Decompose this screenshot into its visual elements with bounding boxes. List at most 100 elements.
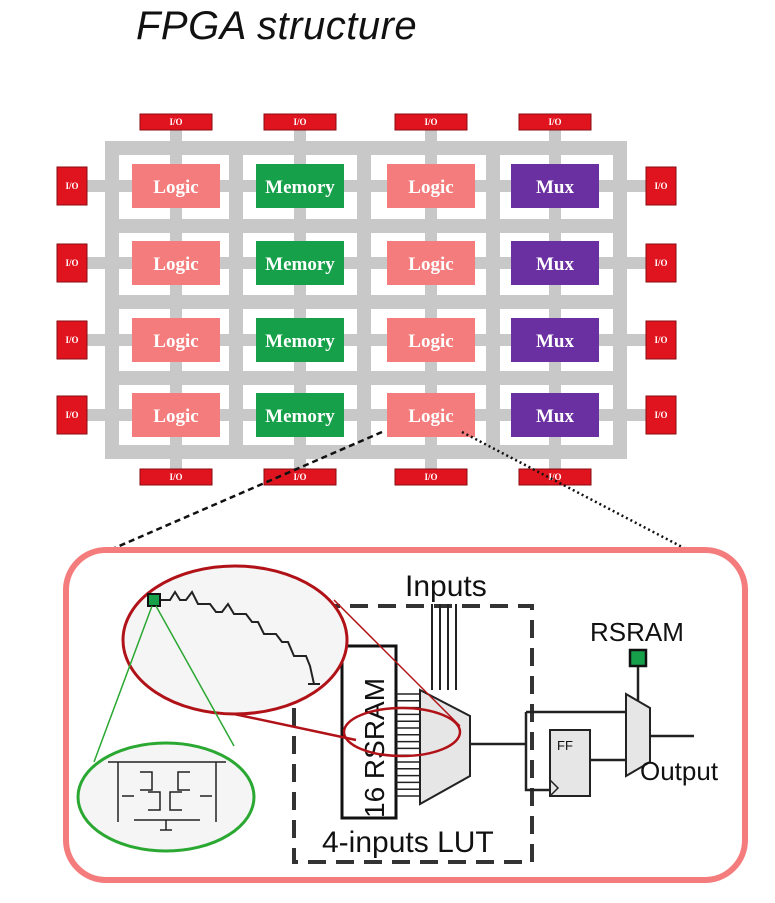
block-mux-r3c3: Mux <box>511 393 599 437</box>
block-label: Logic <box>408 406 453 427</box>
rsram-zoom-ellipse <box>121 564 349 716</box>
block-rect <box>511 393 599 437</box>
io-pad-label: I/O <box>654 181 667 191</box>
block-label: Logic <box>408 177 453 198</box>
block-mux-r1c3: Mux <box>511 241 599 285</box>
io-pad-label: I/O <box>169 117 182 127</box>
block-rect <box>132 393 220 437</box>
io-pad-rect <box>56 166 88 206</box>
io-pad-rect <box>56 320 88 360</box>
routing-horizontal-1 <box>105 219 627 233</box>
routing-stub-vertical-3 <box>549 128 561 472</box>
io-pad-bottom-3: I/O <box>518 468 592 486</box>
routing-stub-horizontal-2 <box>86 334 646 346</box>
io-pad-rect <box>263 113 337 131</box>
io-pad-top-1: I/O <box>263 113 337 131</box>
output-label: Output <box>640 756 719 786</box>
block-label: Mux <box>536 254 575 275</box>
io-pad-label: I/O <box>548 117 561 127</box>
green-zoom-line-left <box>93 605 153 763</box>
io-pad-rect <box>394 468 468 486</box>
io-pad-rect <box>139 113 213 131</box>
block-label: Logic <box>153 254 198 275</box>
io-pad-label: I/O <box>293 117 306 127</box>
page-title: FPGA structure <box>136 4 418 48</box>
io-pad-rect <box>518 468 592 486</box>
io-pad-label: I/O <box>65 181 78 191</box>
block-rect <box>132 318 220 362</box>
block-logic-r3c0: Logic <box>132 393 220 437</box>
block-logic-r2c2: Logic <box>387 318 475 362</box>
block-logic-r3c2: Logic <box>387 393 475 437</box>
flip-flop-clock <box>549 779 560 797</box>
red-zoom-line-top <box>333 599 461 727</box>
block-label: Logic <box>408 254 453 275</box>
routing-horizontal-3 <box>105 371 627 385</box>
output-mux <box>625 692 651 778</box>
block-label: Mux <box>536 331 575 352</box>
block-rect <box>387 318 475 362</box>
io-pad-left-3: I/O <box>56 395 88 435</box>
block-logic-r0c2: Logic <box>387 164 475 208</box>
block-mux-r0c3: Mux <box>511 164 599 208</box>
io-pad-rect <box>645 166 677 206</box>
lut-output-wires <box>470 666 694 792</box>
rsram-cell <box>628 648 648 668</box>
io-pad-label: I/O <box>654 410 667 420</box>
io-pad-label: I/O <box>424 472 437 482</box>
io-pad-label: I/O <box>65 410 78 420</box>
block-label: Mux <box>536 177 575 198</box>
routing-grid <box>86 128 646 472</box>
block-rect <box>511 164 599 208</box>
routing-stub-horizontal-3 <box>86 409 646 421</box>
lut-label: 4-inputs LUT <box>322 826 494 859</box>
block-label: Mux <box>536 406 575 427</box>
block-rect <box>387 241 475 285</box>
block-logic-r1c2: Logic <box>387 241 475 285</box>
resistor-chain <box>156 590 315 685</box>
routing-stub-vertical-2 <box>425 128 437 472</box>
io-pad-top-3: I/O <box>518 113 592 131</box>
io-pad-left-2: I/O <box>56 320 88 360</box>
rsram-array-label: 16 RSRAM <box>359 678 390 818</box>
routing-horizontal-0 <box>105 141 627 155</box>
block-rect <box>387 393 475 437</box>
io-pad-rect <box>645 243 677 283</box>
block-rect <box>511 241 599 285</box>
routing-stub-horizontal-1 <box>86 257 646 269</box>
io-pad-left-0: I/O <box>56 166 88 206</box>
block-label: Logic <box>408 331 453 352</box>
io-pad-label: I/O <box>424 117 437 127</box>
routing-horizontal-2 <box>105 295 627 309</box>
block-label: Logic <box>153 406 198 427</box>
block-logic-r1c0: Logic <box>132 241 220 285</box>
io-pad-label: I/O <box>548 472 561 482</box>
io-pad-top-2: I/O <box>394 113 468 131</box>
flip-flop-label: FF <box>557 738 573 753</box>
transistor-cell <box>108 761 226 831</box>
io-pad-top-0: I/O <box>139 113 213 131</box>
io-pad-label: I/O <box>654 335 667 345</box>
block-label: Memory <box>265 177 335 198</box>
block-mux-r2c3: Mux <box>511 318 599 362</box>
block-rect <box>256 393 344 437</box>
io-pad-rect <box>518 113 592 131</box>
io-pad-left-1: I/O <box>56 243 88 283</box>
block-rect <box>132 241 220 285</box>
routing-stub-horizontal-0 <box>86 180 646 192</box>
block-rect <box>256 318 344 362</box>
io-pad-right-1: I/O <box>645 243 677 283</box>
block-rect <box>256 241 344 285</box>
io-pad-label: I/O <box>654 258 667 268</box>
io-pad-rect <box>56 243 88 283</box>
block-logic-r2c0: Logic <box>132 318 220 362</box>
io-pad-bottom-2: I/O <box>394 468 468 486</box>
io-pad-label: I/O <box>169 472 182 482</box>
rsram-array-box <box>340 644 398 820</box>
io-pad-rect <box>263 468 337 486</box>
inputs-label: Inputs <box>405 570 487 603</box>
io-pad-right-3: I/O <box>645 395 677 435</box>
input-lines <box>431 604 457 690</box>
routing-horizontal-4 <box>105 445 627 459</box>
